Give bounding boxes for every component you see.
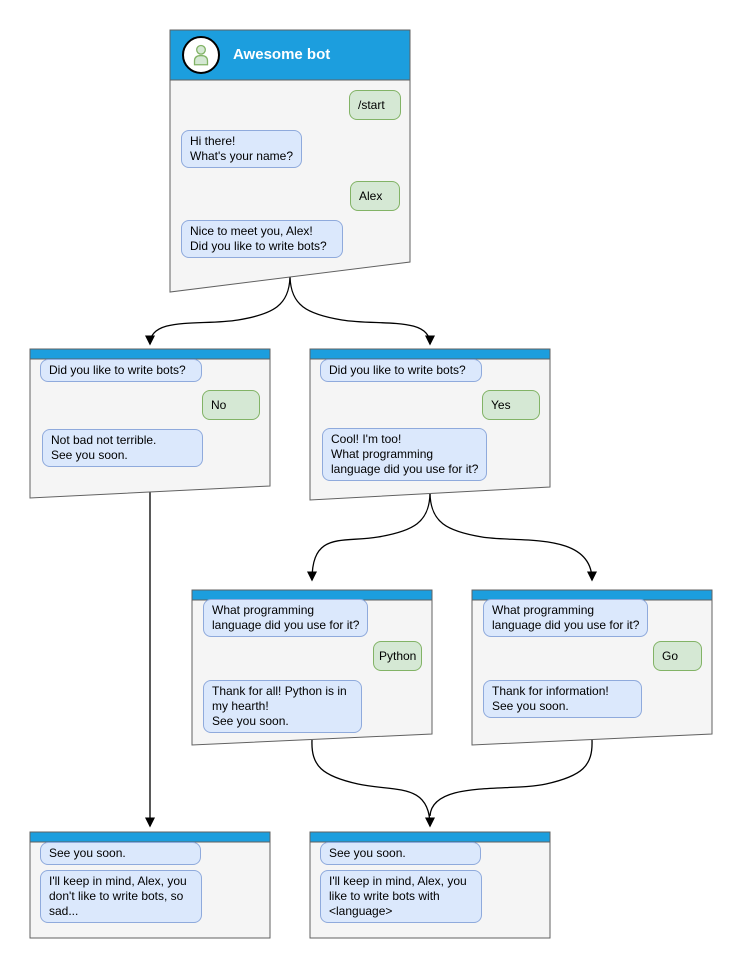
user-message-bubble: Python xyxy=(373,641,422,671)
bot-message-bubble: I'll keep in mind, Alex, you don't like … xyxy=(40,870,202,923)
bot-message-bubble: Did you like to write bots? xyxy=(40,359,202,382)
bot-message-bubble: See you soon. xyxy=(320,842,481,865)
bot-message-bubble: Hi there! What's your name? xyxy=(181,130,303,168)
person-icon xyxy=(193,44,209,66)
end-no-header-bar xyxy=(29,831,271,843)
user-message-bubble: No xyxy=(202,390,260,420)
user-message-bubble: Go xyxy=(653,641,702,671)
bot-message-bubble: Thank for all! Python is in my hearth! S… xyxy=(203,680,362,733)
edge-go-to-end xyxy=(429,739,593,817)
yes-branch-header-bar xyxy=(309,348,551,360)
edge-main-to-yes xyxy=(289,276,435,346)
bot-message-bubble: I'll keep in mind, Alex, you like to wri… xyxy=(320,870,482,923)
bot-name-title: Awesome bot xyxy=(233,46,331,63)
end-yes-header-bar xyxy=(309,831,551,843)
edge-main-to-no xyxy=(145,276,291,346)
edge-python-to-end xyxy=(311,739,435,828)
bot-message-bubble: What programming language did you use fo… xyxy=(203,599,369,637)
bot-message-bubble: Not bad not terrible. See you soon. xyxy=(42,429,203,467)
bot-message-bubble: What programming language did you use fo… xyxy=(483,599,649,637)
user-message-bubble: Yes xyxy=(482,390,540,420)
bot-avatar xyxy=(182,36,220,74)
user-message-bubble: Alex xyxy=(350,181,400,211)
bot-message-bubble: See you soon. xyxy=(40,842,201,865)
no-branch-header-bar xyxy=(29,348,271,360)
edge-yes-to-go xyxy=(429,493,597,582)
bot-message-bubble: Thank for information! See you soon. xyxy=(483,680,642,718)
edge-yes-to-python xyxy=(307,493,431,582)
bot-message-bubble: Nice to meet you, Alex! Did you like to … xyxy=(181,220,343,258)
connectors xyxy=(145,276,597,828)
user-message-bubble: /start xyxy=(349,90,401,120)
bot-message-bubble: Cool! I'm too! What programming language… xyxy=(322,428,488,481)
bot-message-bubble: Did you like to write bots? xyxy=(320,359,482,382)
